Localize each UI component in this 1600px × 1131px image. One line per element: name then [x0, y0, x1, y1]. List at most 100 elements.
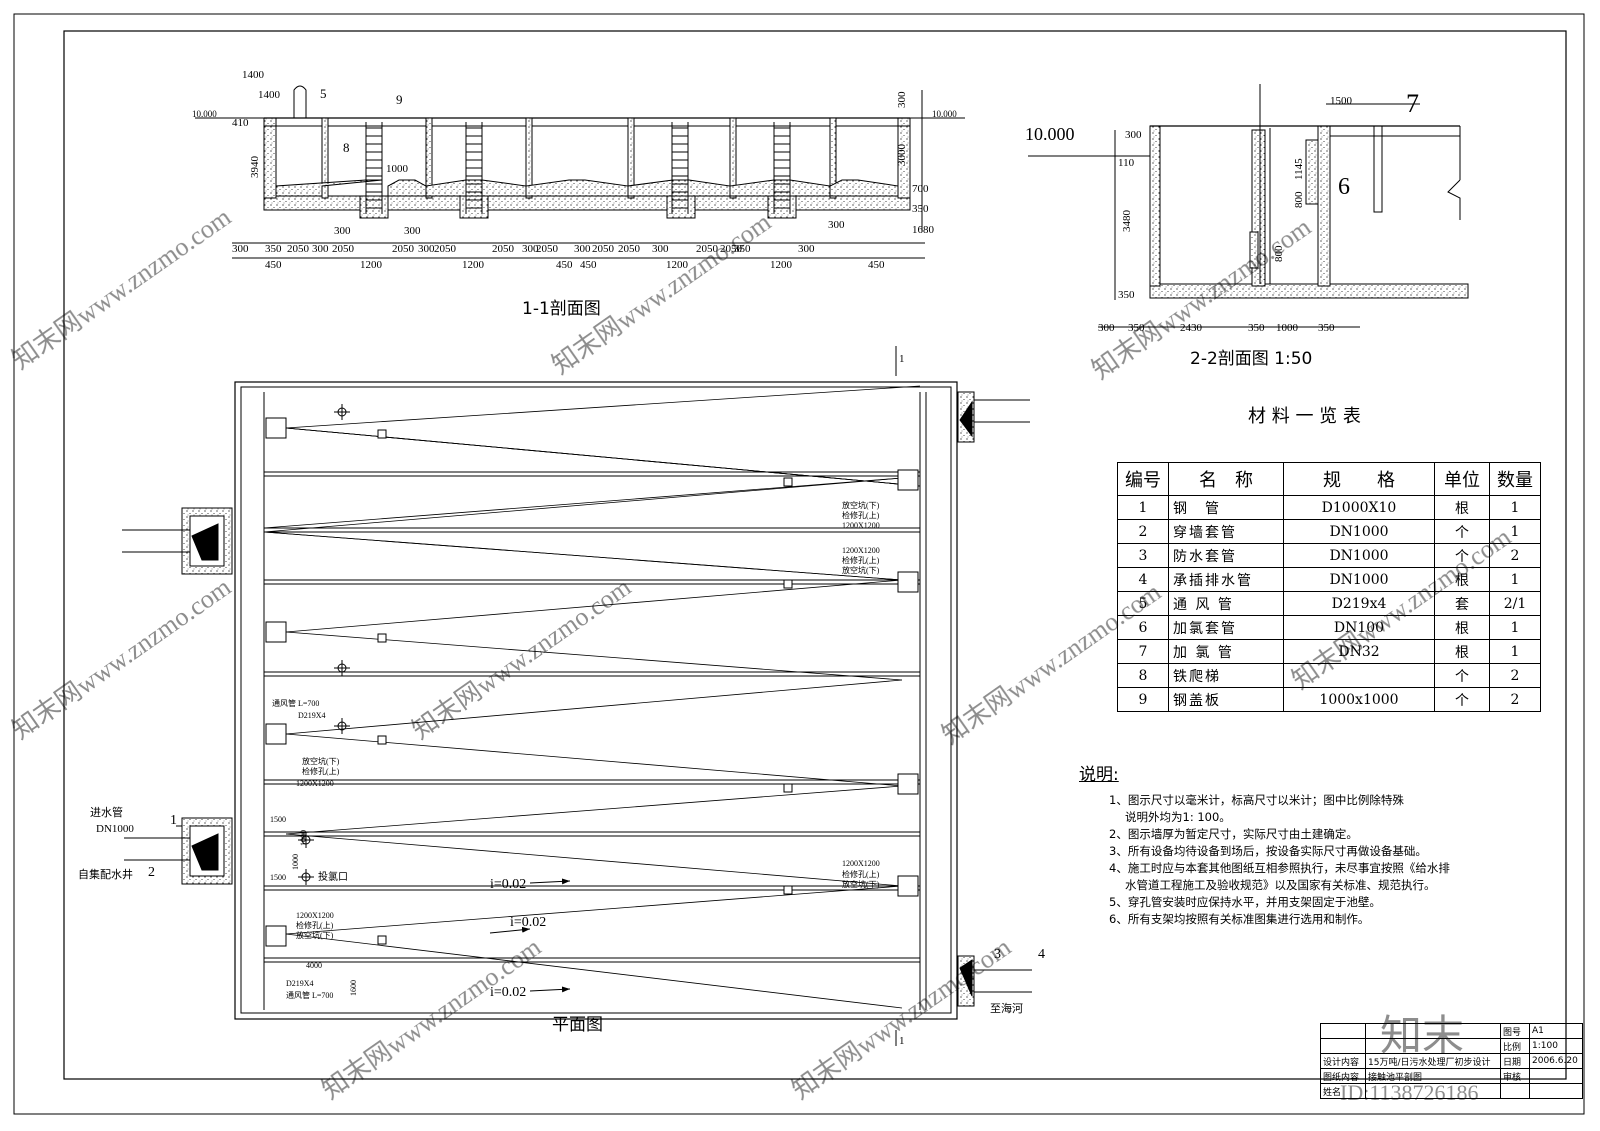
table-cell: 承插排水管	[1168, 567, 1284, 592]
note-line: 4、施工时应与本套其他图纸互相参照执行，未尽事宜按照《给水排	[1109, 861, 1450, 875]
section11-text: 1400 1400 5 9 10.000 410 8 1000 3940 300…	[192, 69, 957, 237]
tb-cell	[1529, 1083, 1583, 1099]
plan-small-box	[783, 783, 793, 793]
table-cell: DN1000	[1283, 519, 1435, 544]
plan-pipe-line	[285, 631, 903, 681]
callout-4: 4	[1038, 947, 1045, 962]
table-cell: 6	[1117, 615, 1169, 640]
table-cell: 5	[1117, 591, 1169, 616]
vent-label: 通风管 L=700	[272, 698, 319, 708]
plan-small-box	[377, 935, 387, 945]
plan-pit-box	[265, 621, 287, 643]
plan-outline	[234, 381, 958, 1020]
tb-cell: 比例	[1500, 1038, 1530, 1054]
dim-text: 300	[418, 243, 435, 255]
s22-label: 110	[1118, 157, 1135, 169]
pit-label: 检修孔(上)	[842, 510, 880, 520]
table-cell: 2	[1489, 543, 1541, 568]
s11-label: 300	[828, 219, 845, 231]
tb-cell	[1529, 1068, 1583, 1084]
dim-text: 300	[798, 243, 815, 255]
note-line: 水管道工程施工及验收规范》以及国家有关标准、规范执行。	[1125, 878, 1436, 892]
section11-hopper	[729, 179, 831, 197]
s11-label: 9	[396, 92, 403, 107]
table-cell: DN32	[1283, 639, 1435, 664]
dim-label: 1500	[270, 815, 286, 824]
tb-cell	[1320, 1038, 1366, 1054]
vent-label: 通风管 L=700	[286, 990, 333, 1000]
materials-title: 材 料 一 览 表	[1248, 406, 1361, 427]
inlet-pipe-label: 进水管	[90, 805, 123, 819]
section22-title: 2-2剖面图 1:50	[1190, 349, 1313, 369]
table-cell: 根	[1434, 495, 1490, 520]
dim-text: 2050	[696, 243, 719, 255]
table-header-row: 编号 名 称 规 格 单位 数量	[1117, 462, 1541, 496]
inlet-dn-label: DN1000	[96, 823, 134, 835]
outer-frame	[13, 13, 1585, 1115]
s11-label: 410	[232, 117, 249, 129]
s11-label: 1400	[242, 69, 265, 81]
table-cell: 4	[1117, 567, 1169, 592]
to-sea-label: 至海河	[990, 1001, 1023, 1015]
s22-label: 3480	[1121, 210, 1133, 233]
pit-label: 1200X1200	[842, 546, 880, 555]
s22-label: 1145	[1293, 158, 1305, 180]
plan-pipe-line	[263, 477, 903, 533]
plan-pipe-line	[285, 933, 903, 1009]
pit-label: 检修孔(上)	[842, 555, 880, 565]
callout-3: 3	[994, 947, 1001, 962]
chlorine-label: 投氯口	[318, 870, 348, 883]
tb-cell	[1500, 1083, 1530, 1099]
watermark-text: 知末网www.znzmo.com	[7, 572, 236, 745]
table-cell: DN1000	[1283, 567, 1435, 592]
dim-text: 2050	[392, 243, 415, 255]
table-cell: 9	[1117, 687, 1169, 712]
pit-label: 1200X1200	[842, 859, 880, 868]
note-line: 1、图示尺寸以毫米计，标高尺寸以米计；图中比例除特殊	[1109, 793, 1404, 807]
dim-text: 300	[232, 243, 249, 255]
slope-label: i=0.02	[490, 877, 526, 892]
tb-cell	[1365, 1038, 1501, 1054]
table-cell: 7	[1117, 639, 1169, 664]
table-cell: 加氯套管	[1168, 615, 1284, 640]
inner-frame	[63, 30, 1567, 1080]
table-cell: DN1000	[1283, 543, 1435, 568]
s11-label: 10.000	[192, 109, 217, 119]
plan-text: 1 1 进水管 DN1000 自集配水井 1 2 3 4 至海河 放空坑(下) …	[78, 353, 1045, 1047]
pit-label: 1200X1200	[296, 911, 334, 920]
plan-pit-box	[897, 469, 919, 491]
table-cell: 铁爬梯	[1168, 663, 1284, 688]
table-cell: 钢盖板	[1168, 687, 1284, 712]
pit-label: 放空坑(下)	[296, 930, 334, 940]
dim-text: 1200	[770, 259, 793, 271]
table-cell: 2	[1489, 687, 1541, 712]
table-cell: DN100	[1283, 615, 1435, 640]
dim-text: 450	[556, 259, 573, 271]
slope-label: i=0.02	[490, 985, 526, 1000]
table-cell: 套	[1434, 591, 1490, 616]
table-cell: 3	[1117, 543, 1169, 568]
plan-pipe-line	[285, 785, 903, 835]
dim-text: 2050	[536, 243, 559, 255]
watermark-text: 知末网www.znzmo.com	[407, 572, 636, 745]
plan-pipe-line	[285, 579, 903, 633]
dim-text: 1000	[1276, 322, 1299, 334]
plan-pipe-line	[285, 427, 921, 487]
s11-label: 8	[343, 140, 350, 155]
table-cell: 防水套管	[1168, 543, 1284, 568]
pit-label: 放空坑(下)	[842, 500, 880, 510]
table-cell: 8	[1117, 663, 1169, 688]
s11-label: 1680	[912, 224, 935, 236]
dim-label: 4000	[306, 961, 322, 970]
section11-title: 1-1剖面图	[522, 299, 601, 319]
table-cell: 根	[1434, 639, 1490, 664]
plan-pit-box	[897, 571, 919, 593]
plan-small-box	[783, 579, 793, 589]
section-mark-bottom: 1	[899, 1035, 905, 1047]
dim-text: 350	[1318, 322, 1335, 334]
